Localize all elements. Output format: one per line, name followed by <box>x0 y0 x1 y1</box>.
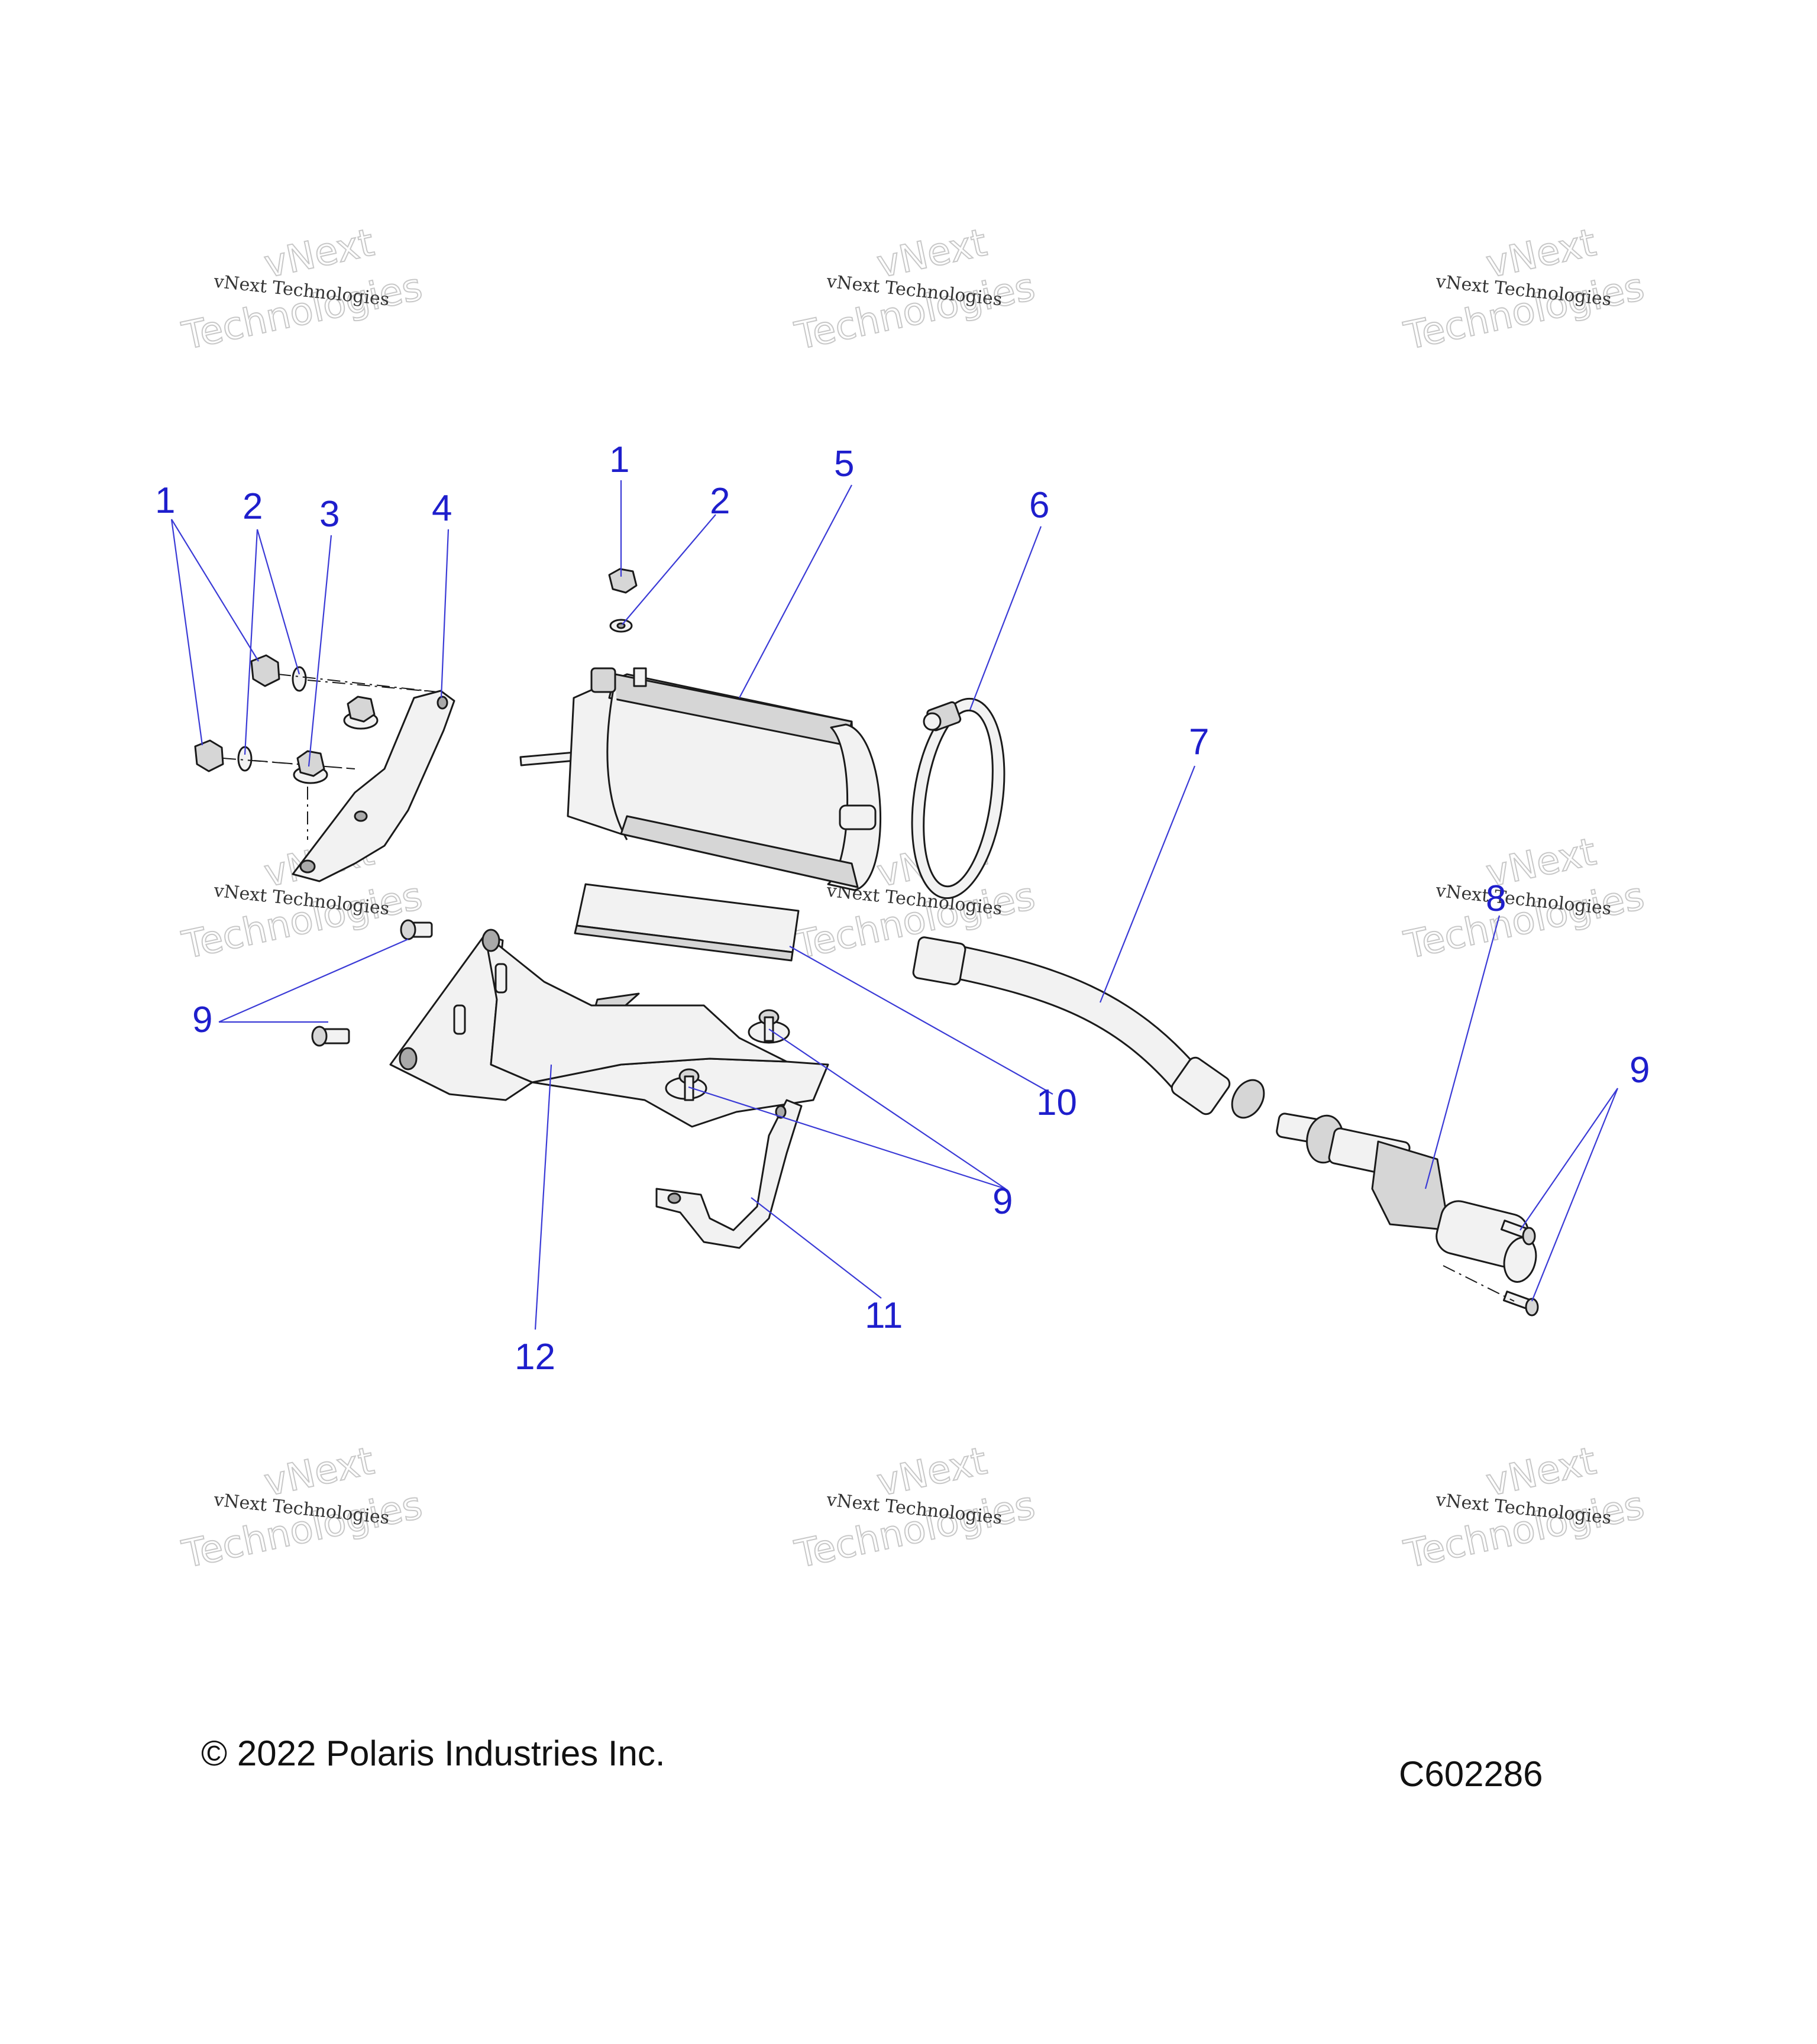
nut-lower <box>194 739 224 772</box>
watermark: vNext Technologies vNext Technologies <box>1400 830 1649 969</box>
watermark: vNext Technologies vNext Technologies <box>791 1439 1040 1578</box>
mounting-bracket <box>389 929 829 1128</box>
callout-9: 9 <box>992 1181 1013 1222</box>
center-line <box>277 674 438 693</box>
callout-5: 5 <box>834 444 854 484</box>
leader-lines <box>170 480 1619 1330</box>
watermark: vNext Technologies vNext Technologies <box>178 1439 427 1578</box>
watermark: vNext Technologies vNext Technologies <box>791 221 1040 360</box>
copyright-notice: © 2022 Polaris Industries Inc. <box>201 1733 665 1773</box>
diagram-code: C602286 <box>1399 1754 1543 1794</box>
hose-tube <box>912 936 1265 1119</box>
callout-9: 9 <box>192 1000 212 1040</box>
callout-12: 12 <box>515 1337 555 1377</box>
watermark: vNext Technologies vNext Technologies <box>1400 221 1649 360</box>
callout-11: 11 <box>865 1295 903 1336</box>
starter-drive <box>1276 1112 1537 1283</box>
flange-nut <box>293 696 379 784</box>
callout-2: 2 <box>243 486 263 527</box>
watermark: vNext Technologies vNext Technologies <box>1400 1439 1649 1578</box>
watermark-group: vNext Technologies vNext Technologies vN… <box>178 221 1649 1578</box>
callout-1: 1 <box>609 439 629 480</box>
callout-10: 10 <box>1036 1082 1077 1123</box>
callout-labels: 1 2 3 4 1 2 5 6 7 8 9 9 9 10 11 12 <box>155 439 1650 1377</box>
callout-9: 9 <box>1630 1050 1650 1091</box>
callout-3: 3 <box>319 494 340 535</box>
support-strap <box>655 1099 803 1249</box>
left-fastener-group <box>194 654 438 840</box>
callout-4: 4 <box>432 488 452 529</box>
nut-upper <box>250 654 280 687</box>
starter-bracket <box>292 690 455 882</box>
callout-1: 1 <box>155 480 175 521</box>
watermark: vNext Technologies vNext Technologies <box>178 221 427 360</box>
callout-6: 6 <box>1029 485 1049 526</box>
right-screws <box>1443 1220 1539 1317</box>
callout-8: 8 <box>1486 878 1506 919</box>
callout-2: 2 <box>710 481 730 522</box>
washer-upper <box>292 666 307 692</box>
starter-motor <box>519 667 882 891</box>
callout-7: 7 <box>1189 722 1209 762</box>
hose-clamp <box>911 697 1006 900</box>
top-nut <box>608 568 638 594</box>
